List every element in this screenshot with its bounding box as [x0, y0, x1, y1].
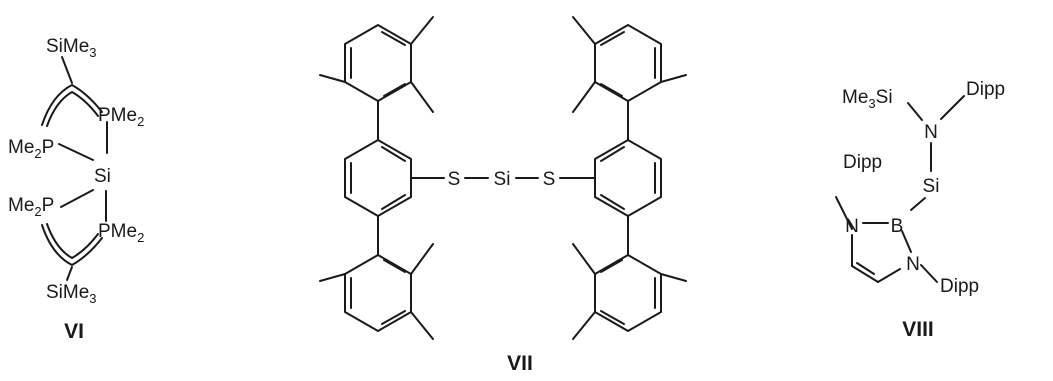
vi-sime3-bottom: SiMe3 [46, 282, 97, 306]
vii-s-right: S [543, 169, 556, 190]
vi-sime3-top: SiMe3 [46, 36, 97, 60]
viii-b: B [891, 216, 904, 237]
viii-n-left: N [845, 216, 859, 237]
viii-dipp-left: Dipp [843, 152, 882, 173]
viii-n-right: N [906, 254, 920, 275]
vi-pme2-upper-right: PMe2 [98, 105, 144, 129]
viii-dipp-top: Dipp [966, 79, 1005, 100]
viii-dipp-right: Dipp [940, 276, 979, 297]
viii-n-amide: N [924, 122, 938, 143]
compound-label-vii: VII [507, 352, 533, 375]
compound-vi-bonds [41, 56, 108, 281]
vii-si-center: Si [494, 169, 511, 190]
viii-me3si: Me3Si [842, 87, 893, 111]
vi-pme2-lower-right: PMe2 [98, 221, 144, 245]
compound-vii-bonds [319, 16, 687, 340]
viii-si: Si [923, 176, 940, 197]
vi-me2p-lower-left: Me2P [8, 195, 54, 219]
vi-me2p-upper-left: Me2P [8, 137, 54, 161]
compound-label-vi: VI [64, 320, 84, 343]
vii-s-left: S [448, 169, 461, 190]
compound-label-viii: VIII [902, 318, 934, 341]
vi-si-center: Si [94, 166, 111, 187]
compound-vi: SiMe3 PMe2 Me2P Si Me2P PMe2 SiMe3 VI [8, 36, 144, 343]
compound-vii: S Si S VII [319, 16, 687, 375]
compound-viii: Me3Si Dipp N Si Dipp N B N Dipp VIII [835, 79, 1005, 341]
compound-viii-bonds [835, 95, 965, 283]
